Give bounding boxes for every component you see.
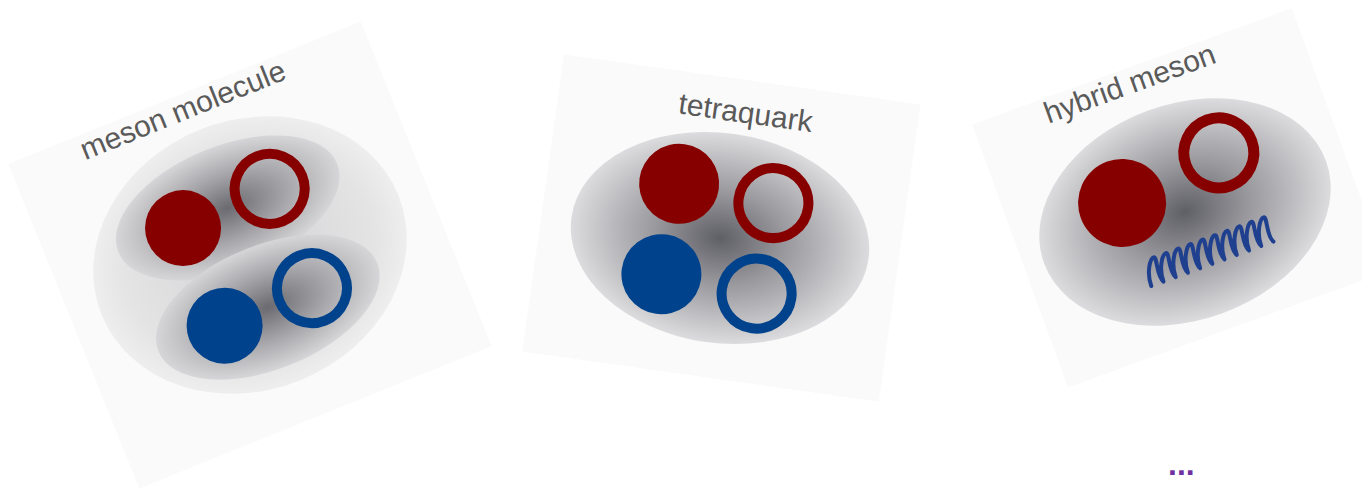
quark [1066, 147, 1179, 260]
node-label: meson molecule [75, 53, 290, 165]
ellipsis-label: ... [1168, 448, 1195, 480]
antiquark [266, 243, 357, 334]
quark [634, 139, 724, 229]
antiquark [717, 254, 796, 333]
backdrop [972, 8, 1362, 387]
quark [175, 276, 274, 375]
particle-node: tetraquark [557, 113, 883, 363]
quark [134, 179, 233, 278]
tetraquark-figure [522, 55, 920, 402]
tetraquark-ellipse [557, 113, 883, 363]
antiquark [1174, 108, 1264, 198]
meson-molecule-figure [8, 22, 491, 489]
hybrid-meson-figure [972, 8, 1362, 387]
quark [616, 229, 706, 319]
gluon-spring [1142, 217, 1273, 286]
antiquark [224, 143, 315, 234]
antiquark [734, 164, 813, 243]
backdrop [8, 22, 491, 489]
backdrop [522, 55, 920, 402]
